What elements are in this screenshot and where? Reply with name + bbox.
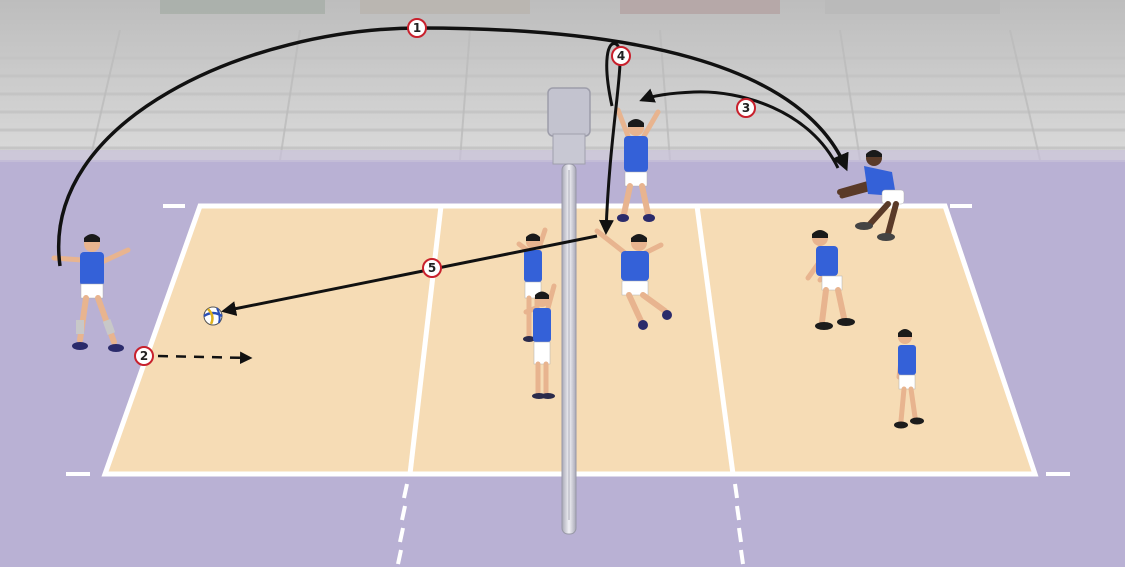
player-defender-1: [805, 230, 855, 330]
arrow-server-move: [157, 351, 253, 365]
step-marker-4: 4: [611, 46, 631, 66]
net: [547, 87, 591, 535]
court-lines: [101, 203, 1039, 477]
step-marker-5: 5: [422, 258, 442, 278]
player-defender-2: [894, 329, 924, 429]
net-post-top: [547, 87, 591, 137]
step-marker-3: 3: [736, 98, 756, 118]
step-marker-1: 1: [407, 18, 427, 38]
svg-text:5: 5: [428, 261, 436, 275]
step-marker-2: 2: [134, 346, 154, 366]
volleyball-icon: [203, 306, 223, 326]
court-extension-lines: [66, 204, 1070, 565]
svg-text:3: 3: [742, 101, 750, 115]
step-markers: 1 2 3 4 5: [134, 18, 756, 366]
player-passer: [837, 150, 905, 241]
arrow-attack: [221, 234, 598, 316]
arrow-pass: [639, 88, 840, 169]
svg-text:2: 2: [140, 349, 148, 363]
player-blocker-2: [523, 283, 557, 399]
svg-text:4: 4: [617, 49, 625, 63]
svg-text:1: 1: [413, 21, 421, 35]
player-setter: [615, 107, 661, 222]
